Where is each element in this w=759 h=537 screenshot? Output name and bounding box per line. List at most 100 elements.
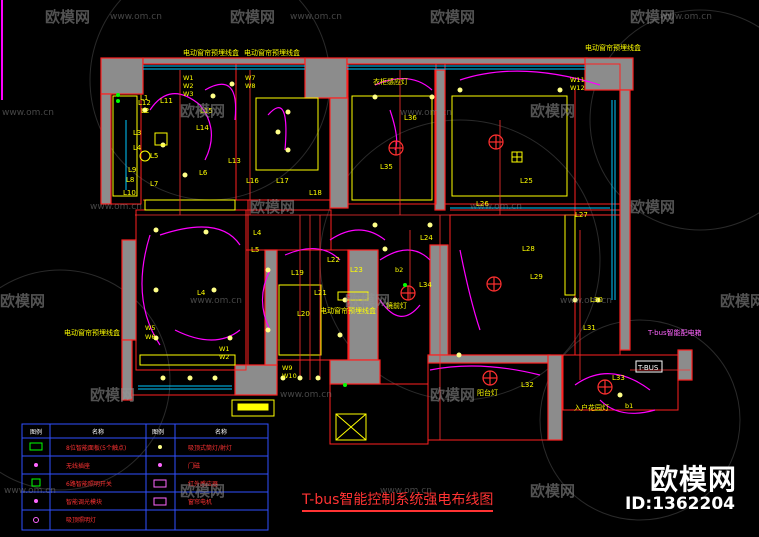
svg-text:L15: L15 xyxy=(200,107,213,115)
entry-light-label: 入户花园灯 xyxy=(574,403,609,412)
svg-text:L26: L26 xyxy=(476,200,489,208)
svg-text:L33: L33 xyxy=(612,374,625,382)
watermark-url: www.om.cn xyxy=(90,202,142,212)
curtain-label: 电动窗帘预埋线盒 xyxy=(64,328,120,337)
svg-text:W8: W8 xyxy=(245,82,256,90)
svg-text:L6: L6 xyxy=(199,169,208,177)
svg-text:L36: L36 xyxy=(404,114,417,122)
watermark-text: 欧模网 xyxy=(180,102,226,120)
watermark-text: 欧模网 xyxy=(720,292,759,310)
svg-text:L22: L22 xyxy=(327,256,340,264)
watermark-url: www.om.cn xyxy=(290,12,342,22)
svg-text:W10: W10 xyxy=(282,372,297,380)
svg-text:L1: L1 xyxy=(140,94,148,102)
watermark-url: www.om.cn xyxy=(4,486,56,496)
watermark-text: 欧模网 xyxy=(530,482,576,500)
svg-text:W2: W2 xyxy=(183,82,194,90)
svg-text:L3: L3 xyxy=(133,129,141,137)
svg-text:b2: b2 xyxy=(395,266,403,274)
watermark-text: 欧模网 xyxy=(530,102,576,120)
svg-text:L31: L31 xyxy=(583,324,596,332)
watermark-text: 欧模网 xyxy=(180,482,226,500)
svg-text:L7: L7 xyxy=(150,180,158,188)
watermark-url: www.om.cn xyxy=(280,390,332,400)
legend-header: 图例 xyxy=(30,428,42,436)
svg-text:W1: W1 xyxy=(219,345,230,353)
svg-text:L17: L17 xyxy=(276,177,289,185)
watermark-url: www.om.cn xyxy=(660,12,712,22)
svg-text:L14: L14 xyxy=(196,124,209,132)
svg-text:W7: W7 xyxy=(245,74,256,82)
svg-text:W9: W9 xyxy=(282,364,293,372)
watermark-text: 欧模网 xyxy=(230,8,276,26)
svg-text:L35: L35 xyxy=(380,163,393,171)
watermark-url: www.om.cn xyxy=(380,486,432,496)
watermark-url: www.om.cn xyxy=(470,202,522,212)
watermark-text: 欧模网 xyxy=(45,8,91,26)
svg-text:L5: L5 xyxy=(251,246,259,254)
svg-text:L5: L5 xyxy=(150,152,158,160)
balcony-label: 阳台灯 xyxy=(477,388,498,397)
annotation-texts: 电动窗帘预埋线盒 电动窗帘预埋线盒 电动窗帘预埋线盒 电动窗帘预埋线盒 电动窗帘… xyxy=(64,43,641,412)
svg-text:W3: W3 xyxy=(183,90,194,98)
legend-header: 名称 xyxy=(215,428,227,436)
svg-text:W12: W12 xyxy=(570,84,585,92)
svg-text:L23: L23 xyxy=(350,266,363,274)
wiring xyxy=(141,70,656,414)
svg-text:L10: L10 xyxy=(123,189,136,197)
svg-text:L2: L2 xyxy=(141,107,149,115)
svg-text:L16: L16 xyxy=(246,177,259,185)
watermark-text: 欧模网 xyxy=(0,292,46,310)
watermark-text: 欧模网 xyxy=(345,292,391,310)
svg-text:W5: W5 xyxy=(145,324,156,332)
svg-text:L32: L32 xyxy=(521,381,534,389)
drawing-title: T-bus智能控制系统强电布线图 xyxy=(302,489,494,512)
legend-row-name: 无线插座 xyxy=(66,462,90,470)
svg-text:W1: W1 xyxy=(183,74,194,82)
svg-text:L24: L24 xyxy=(420,234,433,242)
legend-header: 图例 xyxy=(152,428,164,436)
curtain-label: 电动窗帘预埋线盒 xyxy=(585,43,641,52)
legend-table: 图例 名称 图例 名称 8位智能面板(5个触点) 无线插座 6路智能照明开关 智… xyxy=(21,423,269,531)
ceiling-lights xyxy=(388,134,613,395)
legend-row-name: 8位智能面板(5个触点) xyxy=(66,444,126,452)
furniture xyxy=(112,95,576,441)
wardrobe-light-label: 衣柜感应灯 xyxy=(373,77,408,86)
svg-text:L29: L29 xyxy=(530,273,543,281)
watermark-url: www.om.cn xyxy=(400,108,452,118)
svg-text:L34: L34 xyxy=(419,281,432,289)
watermark-text: 欧模网 xyxy=(90,386,136,404)
curtain-label: 电动窗帘预埋线盒 xyxy=(183,48,239,57)
tbus-panel-label: T-bus智能配电箱 xyxy=(647,328,702,337)
watermark-url: www.om.cn xyxy=(560,296,612,306)
svg-text:L20: L20 xyxy=(297,310,310,318)
svg-text:W2: W2 xyxy=(219,353,230,361)
tbus-box-label: T-BUS xyxy=(637,364,659,372)
watermark-text: 欧模网 xyxy=(630,198,676,216)
legend-row-name: 6路智能照明开关 xyxy=(66,480,112,488)
svg-text:W6: W6 xyxy=(145,333,156,341)
svg-text:L18: L18 xyxy=(309,189,322,197)
svg-text:L4: L4 xyxy=(133,144,142,152)
watermark-url: www.om.cn xyxy=(2,108,54,118)
watermark-url: www.om.cn xyxy=(110,12,162,22)
brand-id-label: ID:1362204 xyxy=(624,494,735,514)
svg-text:L4: L4 xyxy=(197,289,206,297)
legend-row-name: 吸顶式筒灯/射灯 xyxy=(188,444,232,452)
curtain-label: 电动窗帘预埋线盒 xyxy=(244,48,300,57)
watermark-text: 欧模网 xyxy=(430,386,476,404)
svg-text:L8: L8 xyxy=(126,176,134,184)
brand-logo-text: 欧模网 xyxy=(649,463,737,496)
svg-text:L4: L4 xyxy=(253,229,262,237)
svg-text:L12: L12 xyxy=(138,99,151,107)
legend-row-name: 吸顶照明灯 xyxy=(66,516,96,524)
svg-text:L30: L30 xyxy=(590,296,603,304)
walls xyxy=(100,57,693,441)
watermark-text: 欧模网 xyxy=(430,8,476,26)
downlights xyxy=(142,81,623,398)
legend-row-name: 窗帘电机 xyxy=(188,498,212,506)
svg-text:L13: L13 xyxy=(228,157,241,165)
